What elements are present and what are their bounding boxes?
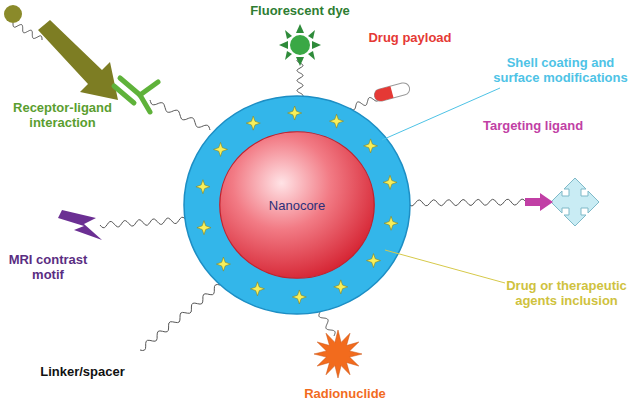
node-label: Nanocore (269, 198, 325, 213)
radionuclide-burst (314, 330, 362, 378)
drug-star (364, 139, 378, 153)
part-label: Radionuclide (290, 386, 400, 401)
linker-wave (319, 312, 335, 336)
ligand-arrow (525, 193, 553, 211)
part-label: Shell coating and surface modifications (488, 55, 633, 85)
drug-star (246, 116, 260, 130)
drug-stars (196, 106, 398, 304)
fluorescent-symbol (279, 24, 321, 66)
part-label: Receptor-ligand interaction (5, 100, 120, 130)
drug-star (214, 142, 228, 156)
mri-lightning (58, 210, 102, 240)
part-label: Linker/spacer (25, 364, 140, 379)
drug-star (383, 175, 397, 189)
linker-wave (140, 285, 220, 351)
leader-line (385, 250, 505, 283)
drug-star (366, 254, 380, 268)
part-label: Fluorescent dye (240, 3, 360, 18)
drug-star (197, 221, 211, 235)
ligand-ball (4, 5, 22, 23)
drug-star (384, 216, 398, 230)
linker-wave (150, 100, 210, 130)
receptor-cross (551, 178, 599, 226)
drug-star (292, 290, 306, 304)
binding-arrow (38, 20, 118, 100)
drug-star (288, 106, 302, 120)
linker-wave (297, 58, 303, 98)
drug-star (334, 280, 348, 294)
drug-star (196, 180, 210, 194)
linker-wave (408, 199, 526, 206)
drug-star (216, 257, 230, 271)
nanocore-fill (220, 132, 374, 279)
part-label: Drug or therapeutic agents inclusion (500, 278, 633, 308)
nanocore-circle: Nanocore (219, 131, 375, 279)
capsule-symbol (373, 82, 411, 103)
drug-star (250, 282, 264, 296)
linker-wave (100, 217, 186, 227)
antibody-symbol (114, 78, 158, 112)
shell-coating (184, 96, 410, 314)
part-label: MRI contrast motif (8, 252, 88, 282)
linker-wave (13, 23, 42, 40)
part-label: Targeting ligand (468, 118, 598, 133)
drug-star (330, 114, 344, 128)
part-label: Drug payload (355, 30, 465, 45)
